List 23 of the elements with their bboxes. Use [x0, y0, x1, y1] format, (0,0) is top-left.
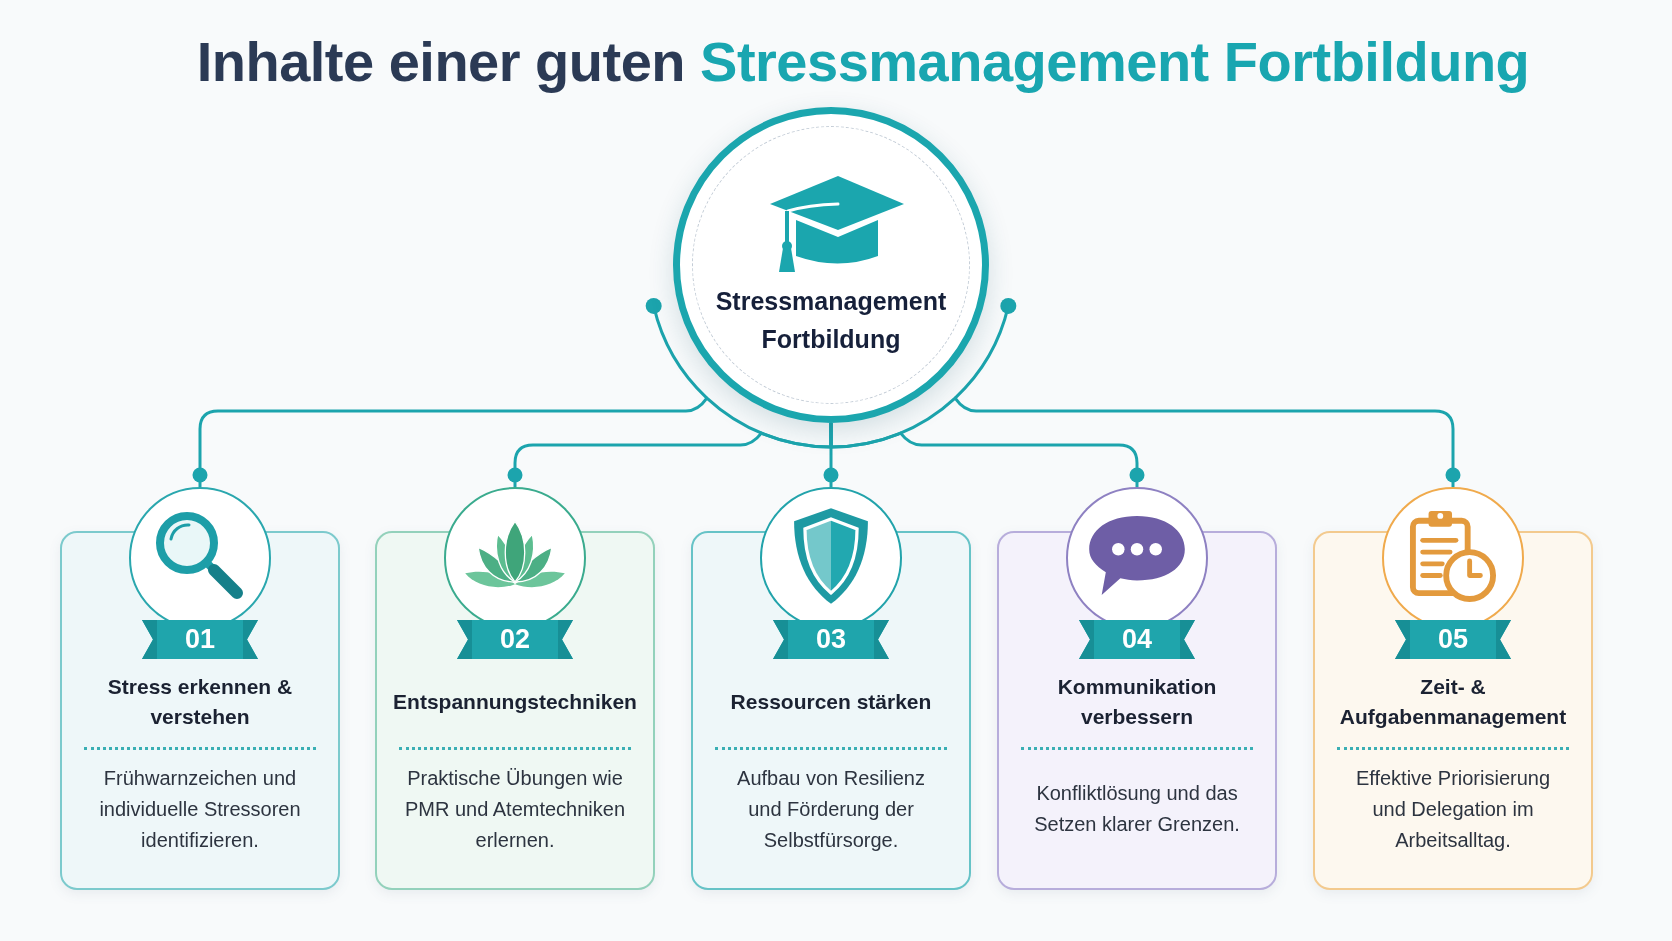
card-heading: Entspannungstechniken	[393, 689, 637, 715]
number-ribbon: 03	[773, 620, 889, 659]
page-title: Inhalte einer guten Stressmanagement Fortbildung	[196, 29, 1530, 95]
card-heading: Stress erkennen & verstehen	[106, 674, 294, 730]
topic-card	[1313, 487, 1593, 890]
card-heading: Ressourcen stärken	[730, 689, 932, 715]
connector-line	[829, 396, 1461, 487]
card-description: Konfliktlösung und das Setzen klarer Grenzen.	[1033, 781, 1241, 837]
card-heading: Zeit- & Aufgabenmanagement	[1338, 674, 1568, 730]
topic-card	[60, 487, 340, 890]
card-description: Frühwarnzeichen und individuelle Stressoren identifizieren.	[98, 765, 302, 853]
card-heading: Kommunikation verbessern	[1056, 674, 1218, 730]
card-description: Effektive Priorisierung und Delegation im Arbeitsalltag.	[1354, 765, 1552, 853]
number-ribbon: 01	[142, 620, 258, 659]
topic-card	[997, 487, 1277, 890]
card-description: Aufbau von Resilienz und Förderung der Selbstfürsorge.	[736, 765, 926, 853]
number-ribbon: 04	[1079, 620, 1195, 659]
hub-title: Stressmanagement Fortbildung	[714, 286, 948, 355]
topic-card	[691, 487, 971, 890]
number-ribbon: 05	[1395, 620, 1511, 659]
number-ribbon: 02	[457, 620, 573, 659]
card-description: Praktische Übungen wie PMR und Atemtechniken erlernen.	[404, 765, 626, 853]
topic-card	[375, 487, 655, 890]
